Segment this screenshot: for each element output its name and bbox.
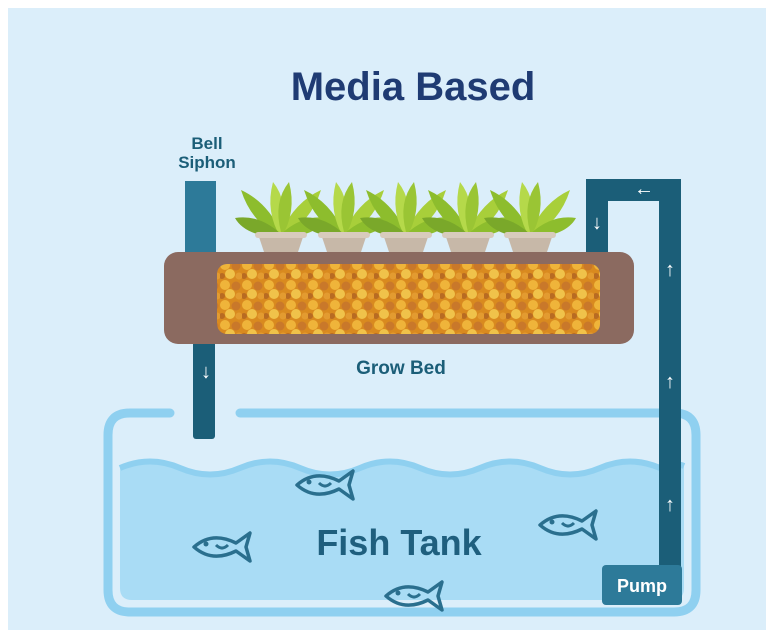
tank-water — [120, 461, 684, 600]
grow-bed-label: Grow Bed — [356, 358, 446, 379]
bell-siphon-label-line2: Siphon — [178, 153, 236, 172]
return-pipe — [586, 179, 681, 571]
pump: Pump — [602, 565, 682, 605]
pump-label: Pump — [617, 576, 667, 596]
pipe-down-arrow: ↓ — [592, 212, 602, 234]
fish — [192, 469, 598, 612]
plant-5 — [484, 182, 576, 252]
fish-tank — [103, 408, 701, 617]
pipe-up-arrow-3: ↑ — [665, 494, 675, 516]
fish-tank-label: Fish Tank — [316, 522, 482, 563]
grow-media — [217, 264, 600, 334]
fish-icon-1 — [295, 469, 355, 501]
diagram-title: Media Based — [291, 65, 536, 109]
plant-2 — [298, 182, 390, 252]
pipe-left-arrow: ← — [634, 178, 654, 200]
pipe-up-arrow-1: ↑ — [665, 259, 675, 281]
fish-icon-3 — [538, 509, 598, 541]
fish-icon-4 — [384, 580, 444, 612]
fish-icon-2 — [192, 531, 252, 563]
bell-siphon-label-line1: Bell — [191, 134, 222, 153]
plants — [235, 182, 576, 252]
grow-bed — [164, 252, 634, 344]
pipe-up-arrow-2: ↑ — [665, 371, 675, 393]
siphon-down-arrow: ↓ — [201, 361, 211, 383]
